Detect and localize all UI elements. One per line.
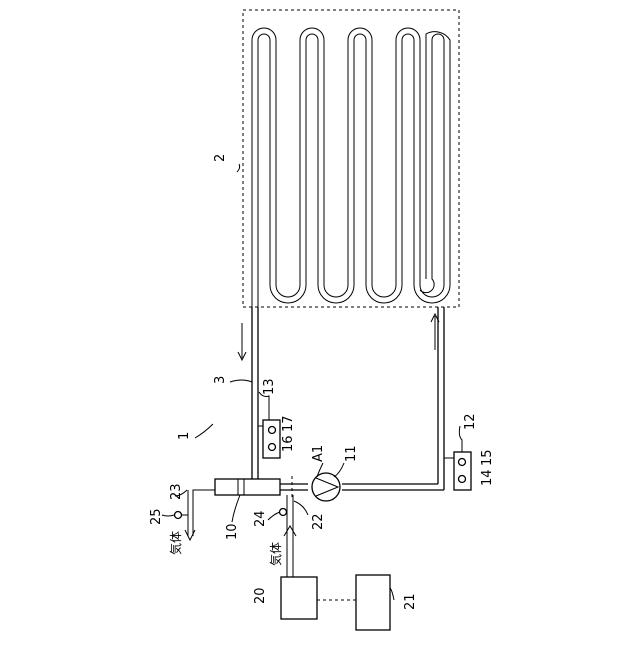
leader-1 (195, 424, 213, 438)
heat-exchange-region (243, 10, 459, 307)
label-10: 10 (225, 523, 240, 540)
leader-3 (230, 380, 252, 382)
gas-exhaust-line-23 (193, 490, 215, 536)
label-gas-out: 気体 (168, 531, 183, 555)
leader-24 (268, 512, 280, 520)
leader-2 (237, 164, 240, 172)
label-3: 3 (213, 376, 228, 384)
degassing-unit-10 (215, 479, 280, 495)
coil-outer (252, 28, 444, 307)
leader-11 (334, 463, 344, 477)
label-a1: A1 (311, 445, 326, 462)
label-2: 2 (213, 154, 228, 162)
sensor-unit-12 (454, 452, 471, 490)
label-21: 21 (403, 593, 418, 610)
valve-25-icon (175, 512, 182, 519)
label-12: 12 (463, 413, 478, 430)
sensor-15-icon (459, 459, 466, 466)
label-14: 14 (480, 469, 495, 486)
label-17: 17 (281, 415, 296, 432)
label-11: 11 (344, 445, 359, 462)
sensor-17-icon (269, 427, 276, 434)
leader-12 (459, 426, 462, 452)
label-1: 1 (177, 432, 192, 440)
leader-10 (232, 495, 240, 522)
label-gas-in: 気体 (268, 542, 283, 566)
coil-inner (258, 32, 450, 307)
controller-21 (356, 575, 390, 630)
leader-22 (294, 501, 308, 515)
label-16: 16 (281, 435, 296, 452)
pump-11 (312, 473, 340, 501)
label-22: 22 (311, 513, 326, 530)
sensor-16-icon (269, 444, 276, 451)
valve-24-icon (280, 509, 287, 516)
sensor-unit-13 (263, 420, 280, 458)
label-15: 15 (480, 449, 495, 466)
sensor-14-icon (459, 476, 466, 483)
label-20: 20 (253, 587, 268, 604)
gas-in-arrow-icon (284, 526, 296, 536)
gas-source-20 (281, 577, 317, 619)
label-25: 25 (149, 508, 164, 525)
label-13: 13 (262, 378, 277, 395)
label-24: 24 (253, 510, 268, 527)
label-23: 23 (169, 483, 184, 500)
leader-13 (259, 392, 269, 420)
